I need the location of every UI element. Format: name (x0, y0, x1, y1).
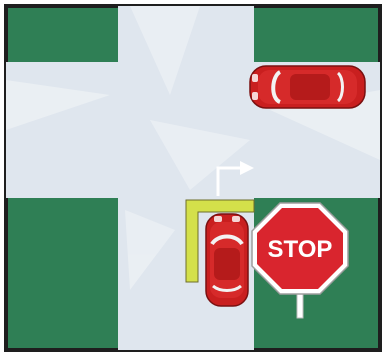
car-icon (206, 214, 248, 306)
car-icon (250, 66, 365, 108)
stop-sign-text: STOP (268, 236, 333, 263)
